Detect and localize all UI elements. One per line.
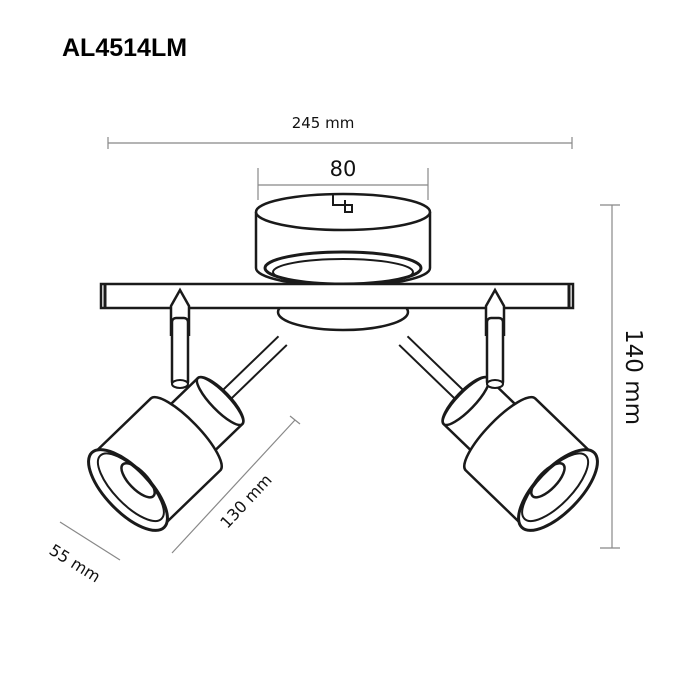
overall-width-label: 245 mm: [292, 114, 355, 132]
right-swivel-post: [484, 288, 506, 390]
arm-length-label: 130 mm: [216, 470, 275, 532]
ceiling-canopy: [254, 192, 432, 288]
left-swivel-post: [169, 288, 191, 390]
dimension-lines: [59, 137, 620, 561]
product-code-title: AL4514LM: [62, 34, 188, 62]
canopy-width-label: 80: [330, 157, 357, 181]
height-label: 140 mm: [620, 329, 646, 425]
left-spotlight: [74, 301, 321, 545]
shade-diameter-label: 55 mm: [46, 540, 104, 586]
